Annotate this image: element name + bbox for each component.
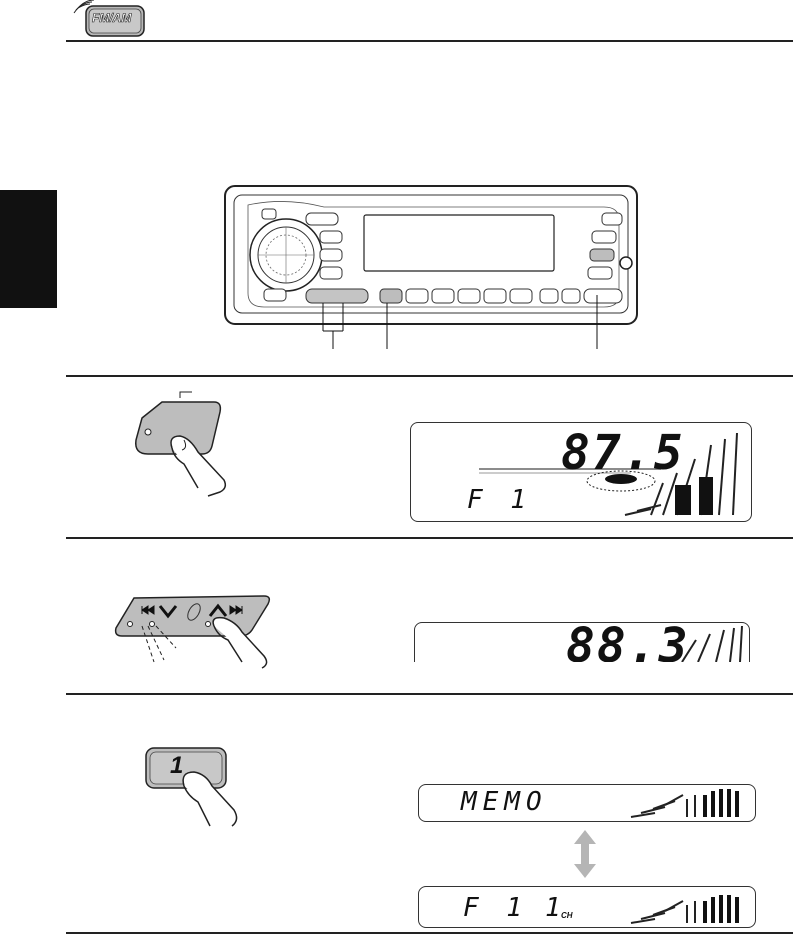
- alternating-arrow-icon: [572, 830, 598, 878]
- memo-readout: MEMO: [461, 787, 548, 817]
- band-readout: F 1: [463, 893, 528, 923]
- lcd-display-band: 87.5 F 1: [410, 422, 752, 522]
- frequency-readout: 87.5: [561, 425, 685, 481]
- divider-3: [66, 693, 793, 695]
- lcd-display-seek: 88.3: [414, 622, 752, 662]
- callout-lines: [320, 295, 610, 350]
- band-readout: F 1: [467, 485, 532, 515]
- divider-2: [66, 537, 793, 539]
- lcd-display-memo: MEMO: [418, 784, 756, 822]
- channel-unit: CH: [561, 911, 573, 920]
- press-band-button-illustration: [128, 388, 238, 498]
- fm-am-button-icon: FM/AM: [70, 0, 150, 38]
- top-rule: [66, 40, 793, 42]
- press-seek-button-illustration: [112, 590, 282, 670]
- bottom-rule: [66, 932, 793, 934]
- preset-button-label: 1: [170, 752, 183, 780]
- frequency-readout: 88.3: [566, 622, 690, 662]
- section-tab: [0, 190, 57, 308]
- lcd-display-preset: F 1 1 CH: [418, 886, 756, 928]
- press-preset-button-illustration: 1: [142, 742, 252, 832]
- divider-1: [66, 375, 793, 377]
- fm-am-label: FM/AM: [92, 11, 131, 25]
